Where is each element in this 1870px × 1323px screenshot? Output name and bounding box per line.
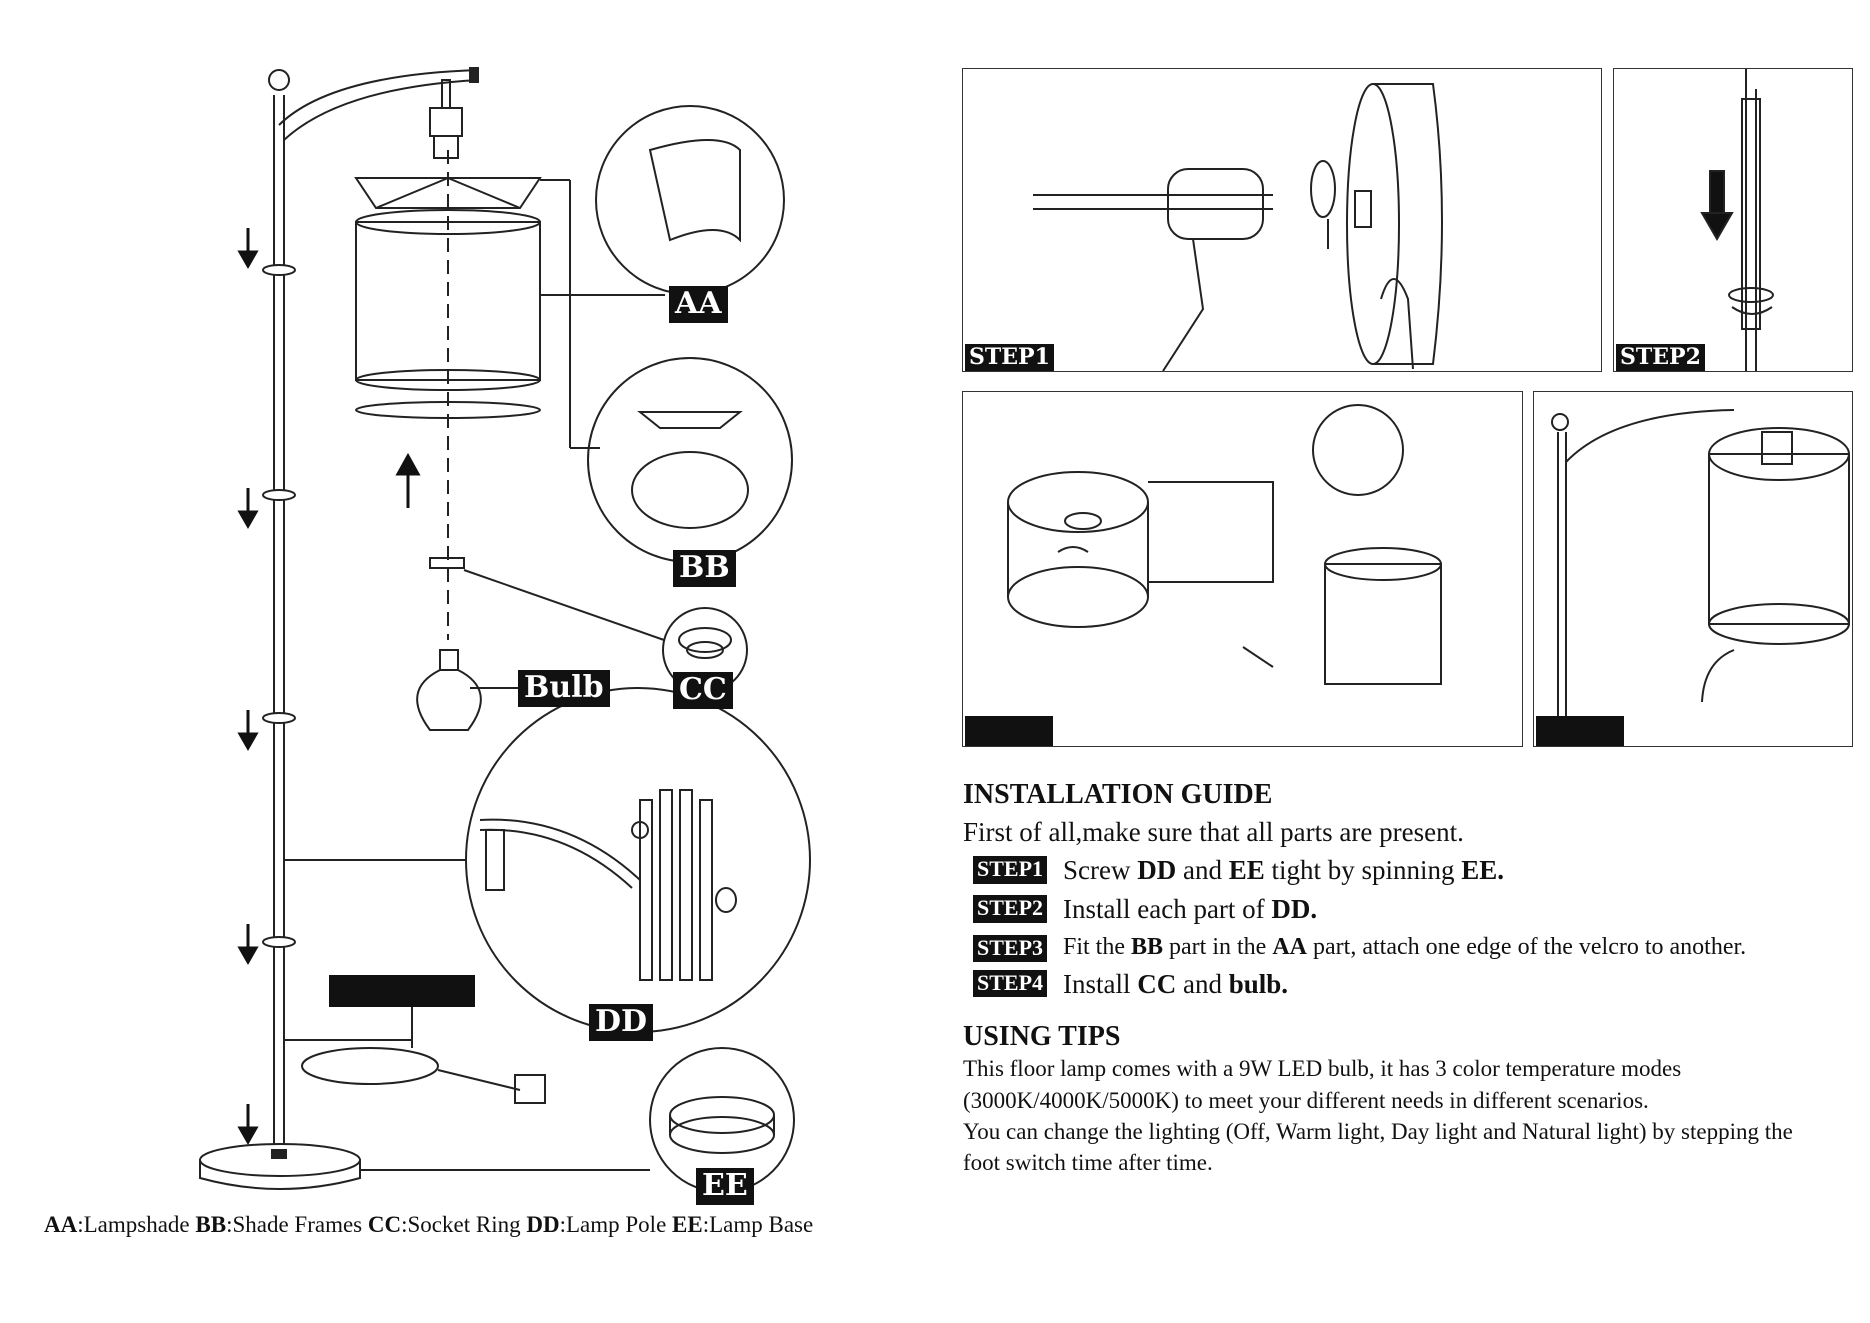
step4-tag	[1536, 716, 1624, 746]
step-3-text: Fit the	[1063, 933, 1132, 960]
step-1-bold: EE	[1228, 855, 1265, 886]
legend-name-ee: :Lamp Base	[702, 1212, 814, 1237]
label-dd: DD	[589, 1004, 654, 1041]
panel-step2: STEP2	[1613, 68, 1853, 372]
label-ee: EE	[696, 1168, 754, 1205]
step-4-bold: CC	[1137, 968, 1177, 999]
step-3-bold: AA	[1272, 933, 1308, 960]
step-3: STEP3 Fit the BB part in the AA part, att…	[963, 932, 1833, 963]
legend-name-bb: :Shade Frames	[226, 1212, 368, 1237]
step-1-bold: EE.	[1461, 855, 1505, 886]
step-3-tag: STEP3	[973, 934, 1048, 962]
tips-title: USING TIPS	[963, 1020, 1121, 1052]
parts-legend: AA:Lampshade BB:Shade Frames CC:Socket R…	[44, 1212, 813, 1238]
step-4-tag: STEP4	[973, 969, 1048, 997]
step-2-tag: STEP2	[973, 895, 1048, 923]
panel-step3	[962, 391, 1523, 747]
step-3-bold: BB	[1131, 933, 1164, 960]
legend-code-bb: BB	[195, 1212, 227, 1237]
installation-guide: INSTALLATION GUIDE First of all,make sur…	[963, 778, 1833, 1178]
legend-name-dd: :Lamp Pole	[559, 1212, 673, 1237]
label-cc: CC	[673, 672, 733, 709]
label-bb: BB	[673, 550, 736, 587]
label-aa: AA	[669, 286, 728, 323]
legend-name-aa: :Lampshade	[77, 1212, 196, 1237]
step-4: STEP4 Install CC and bulb.	[963, 967, 1833, 1002]
guide-intro: First of all,make sure that all parts ar…	[963, 816, 1464, 847]
legend-code-ee: EE	[672, 1212, 703, 1237]
step-2-text: Install each part of	[1063, 894, 1272, 925]
step-1-text: and	[1176, 855, 1229, 886]
step-3-text: part, attach one edge of the velcro to a…	[1307, 933, 1747, 960]
step-2-bold: DD.	[1271, 894, 1318, 925]
label-bulb: Bulb	[518, 670, 610, 707]
panel-step4	[1533, 391, 1853, 747]
step-1-tag: STEP1	[973, 856, 1048, 884]
step1-tag: STEP1	[965, 344, 1054, 371]
step3-tag	[965, 716, 1053, 746]
step-1-text: tight by spinning	[1264, 855, 1462, 886]
tips-paragraph-1: This floor lamp comes with a 9W LED bulb…	[963, 1056, 1682, 1113]
legend-name-cc: :Socket Ring	[401, 1212, 527, 1237]
panel-step1: STEP1	[962, 68, 1602, 372]
step-2: STEP2 Install each part of DD.	[963, 892, 1833, 927]
step-1-text: Screw	[1063, 855, 1138, 886]
blank-label-switch	[329, 975, 475, 1007]
legend-code-dd: DD	[526, 1212, 560, 1237]
step-4-bold: bulb.	[1228, 968, 1289, 999]
step-3-text: part in the	[1163, 933, 1273, 960]
exploded-view-diagram	[199, 67, 811, 1193]
step-4-text: Install	[1063, 968, 1138, 999]
legend-code-aa: AA	[44, 1212, 78, 1237]
tips-paragraph-2: You can change the lighting (Off, Warm l…	[963, 1118, 1793, 1176]
legend-code-cc: CC	[367, 1212, 402, 1237]
step2-tag: STEP2	[1616, 344, 1705, 371]
step-1: STEP1 Screw DD and EE tight by spinning E…	[963, 853, 1833, 888]
step-1-bold: DD	[1137, 855, 1177, 886]
step-4-text: and	[1176, 968, 1229, 999]
guide-title: INSTALLATION GUIDE	[963, 779, 1273, 810]
